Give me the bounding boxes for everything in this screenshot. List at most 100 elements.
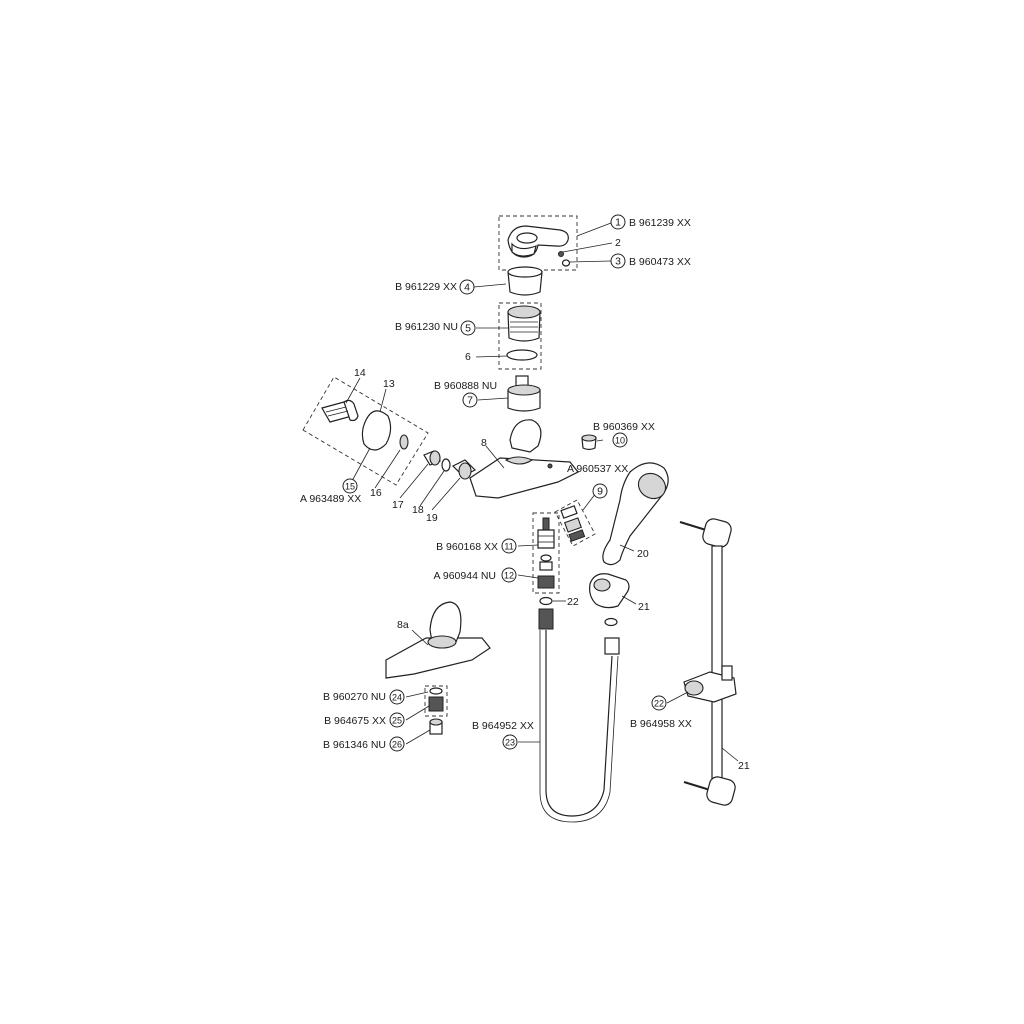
callout-18: 18 (412, 504, 424, 516)
callout-8a: 8a (397, 619, 409, 631)
callout-22-slider-number: 22 (654, 699, 664, 709)
callout-23-code: B 964952 XX (472, 720, 534, 732)
callout-5: 5 B 961230 NU (395, 320, 476, 336)
callout-6-number: 6 (465, 351, 471, 363)
callout-21-bracket: 21 (638, 601, 650, 613)
diverter-insert-part (537, 554, 555, 589)
shower-hose-part (538, 608, 620, 823)
callout-24: 24 B 960270 NU (323, 689, 405, 705)
diverter-spindle-part (537, 517, 555, 549)
callout-20: 20 (637, 548, 649, 560)
callout-24-number: 24 (392, 693, 402, 703)
callout-17: 17 (392, 499, 404, 511)
hose-washer-part (539, 596, 618, 627)
callout-16-number: 16 (370, 487, 382, 499)
diverter-part (554, 499, 596, 547)
callout-15-number: 15 (345, 482, 355, 492)
callout-11-number: 11 (504, 542, 513, 552)
callout-26-code: B 961346 NU (323, 739, 386, 751)
callout-21-bracket-number: 21 (638, 601, 650, 613)
callout-20-number: 20 (637, 548, 649, 560)
callout-13-number: 13 (383, 378, 395, 390)
callout-12-number: 12 (504, 571, 514, 581)
callout-26-number: 26 (392, 740, 402, 750)
aerator-part (581, 434, 597, 451)
callout-22-washer-number: 22 (567, 596, 579, 608)
callout-12-code: A 960944 NU (434, 570, 496, 582)
washer-part (441, 458, 451, 472)
spout-nipple-part (429, 718, 443, 735)
callout-11: 11 B 960168 XX (436, 538, 517, 554)
shower-bracket-part (589, 573, 630, 609)
callout-10: 10 B 960369 XX (593, 421, 655, 448)
callout-15-code: A 963489 XX (300, 493, 361, 505)
grub-screw-part (558, 251, 564, 257)
screw-cap-part (561, 259, 571, 267)
cartridge-shroud-part (507, 266, 543, 296)
callout-14-number: 14 (354, 367, 366, 379)
callout-2: 2 (615, 237, 621, 249)
callout-17-number: 17 (392, 499, 404, 511)
callout-7-code: B 960888 NU (434, 380, 497, 392)
leader-lines (345, 222, 739, 762)
slide-rail-part (679, 518, 736, 806)
callout-8a-number: 8a (397, 619, 409, 631)
callout-9-code: A 960537 XX (567, 463, 628, 475)
callout-7-number: 7 (467, 395, 473, 407)
eccentric-fitting-part (423, 450, 441, 466)
callout-12: 12 A 960944 NU (434, 567, 517, 583)
callout-5-code: B 961230 NU (395, 321, 458, 333)
callout-14: 14 (354, 367, 366, 379)
callout-23-number: 23 (505, 738, 515, 748)
nut-group-box (498, 302, 542, 370)
callout-13: 13 (383, 378, 395, 390)
hand-shower-part (602, 462, 669, 566)
callout-2-number: 2 (615, 237, 621, 249)
callout-4-number: 4 (464, 282, 470, 294)
callout-26: 26 B 961346 NU (323, 736, 405, 752)
callout-3-number: 3 (615, 256, 621, 268)
o-ring-part (506, 349, 538, 361)
callout-25-number: 25 (392, 716, 402, 726)
callout-16: 16 (370, 487, 382, 499)
rail-slider-part (683, 665, 737, 703)
callout-18-number: 18 (412, 504, 424, 516)
callout-22-washer: 22 (567, 596, 579, 608)
callout-3-code: B 960473 XX (629, 256, 691, 268)
callout-1-number: 1 (615, 217, 621, 229)
callout-21-rail-number: 21 (738, 760, 750, 772)
callout-8-number: 8 (481, 437, 487, 449)
callout-19-number: 19 (426, 512, 438, 524)
callout-22-slider: 22 B 964958 XX (630, 695, 692, 730)
callout-4: 4 B 961229 XX (395, 279, 475, 295)
callout-10-number: 10 (615, 436, 625, 446)
callout-15: 15 A 963489 XX (300, 478, 361, 505)
spout-o-ring-part (429, 687, 443, 695)
mixer-body-part (469, 419, 579, 499)
callout-9: 9 A 960537 XX (567, 463, 628, 499)
spout-adapter-part (428, 696, 444, 712)
cartridge-nut-part (507, 305, 541, 342)
callout-7: 7 B 960888 NU (434, 380, 497, 408)
callout-5-number: 5 (465, 323, 471, 335)
callout-1-code: B 961239 XX (629, 217, 691, 229)
callout-25-code: B 964675 XX (324, 715, 386, 727)
callout-1: 1 B 961239 XX (610, 214, 691, 230)
callout-9-number: 9 (597, 486, 603, 498)
ceramic-cartridge-part (507, 375, 541, 412)
callout-8: 8 (481, 437, 487, 449)
callout-3: 3 B 960473 XX (610, 253, 691, 269)
callout-25: 25 B 964675 XX (324, 712, 405, 728)
callout-21-rail: 21 (738, 760, 750, 772)
wall-connector-group (302, 376, 429, 486)
callout-6: 6 (465, 351, 471, 363)
callout-10-code: B 960369 XX (593, 421, 655, 433)
callout-4-code: B 961229 XX (395, 281, 457, 293)
callout-22-slider-code: B 964958 XX (630, 718, 692, 730)
callout-24-code: B 960270 NU (323, 691, 386, 703)
mixer-body-alt-part (385, 601, 491, 679)
spout-insert-box (424, 685, 448, 717)
union-nut-part (451, 459, 477, 480)
diverter-stack-box (532, 512, 560, 594)
